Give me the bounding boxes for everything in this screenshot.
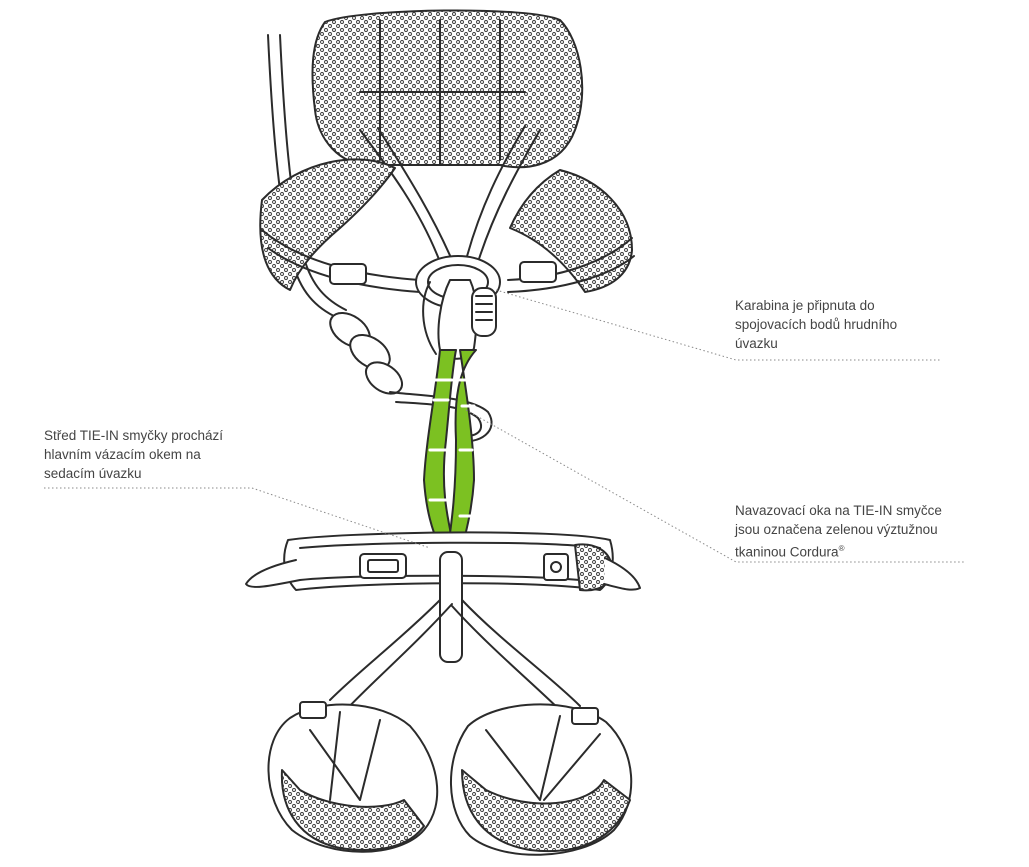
callout-carabiner-text: Karabina je připnuta do spojovacích bodů… [735, 296, 897, 353]
chest-harness [259, 9, 635, 309]
callout-line: Karabina je připnuta do [735, 298, 875, 313]
callout-line: Navazovací oka na TIE-IN smyčce [735, 503, 942, 518]
carabiner [422, 279, 497, 360]
callout-line: spojovacích bodů hrudního [735, 317, 898, 332]
callout-line-text: tkaninou Cordura [735, 544, 839, 560]
leader-lines [44, 289, 966, 563]
callout-line: úvazku [735, 336, 778, 351]
callout-line: hlavním vázacím okem na [44, 447, 201, 462]
registered-mark: ® [838, 544, 845, 553]
tie-in-sling [423, 349, 477, 549]
callout-line: sedacím úvazku [44, 466, 142, 481]
waist-belt [245, 531, 641, 663]
leader-line-tiein-center [44, 487, 431, 549]
leg-loops [267, 599, 633, 856]
callout-line: tkaninou Cordura® [735, 539, 942, 562]
callout-line: Střed TIE-IN smyčky prochází [44, 428, 224, 443]
callout-tiein-loops-text: Navazovací oka na TIE-IN smyčce jsou ozn… [735, 501, 942, 562]
callout-line: jsou označena zelenou výztužnou [735, 522, 938, 537]
figure-eight-knot [329, 311, 493, 443]
callout-tiein-center-text: Střed TIE-IN smyčky prochází hlavním váz… [44, 426, 223, 483]
